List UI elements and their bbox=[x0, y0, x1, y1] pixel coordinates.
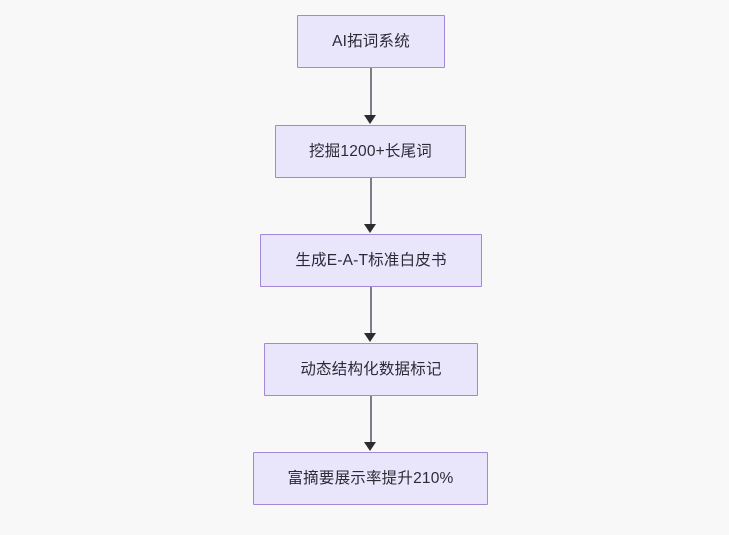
flowchart-edge-4-5 bbox=[370, 396, 372, 443]
flowchart-edge-2-3 bbox=[370, 178, 372, 225]
flowchart-arrowhead-4-5 bbox=[364, 442, 376, 451]
flowchart-node-4[interactable]: 动态结构化数据标记 bbox=[264, 343, 478, 396]
flowchart-arrowhead-1-2 bbox=[364, 115, 376, 124]
flowchart-node-3[interactable]: 生成E-A-T标准白皮书 bbox=[260, 234, 482, 287]
flowchart-node-1-label: AI拓词系统 bbox=[332, 32, 410, 50]
flowchart-node-4-label: 动态结构化数据标记 bbox=[300, 360, 442, 378]
flowchart-edge-1-2 bbox=[370, 68, 372, 116]
flowchart-arrowhead-2-3 bbox=[364, 224, 376, 233]
flowchart-node-2[interactable]: 挖掘1200+长尾词 bbox=[275, 125, 466, 178]
flowchart-arrowhead-3-4 bbox=[364, 333, 376, 342]
flowchart-edge-3-4 bbox=[370, 287, 372, 334]
flowchart-node-2-label: 挖掘1200+长尾词 bbox=[308, 142, 433, 160]
flowchart-node-5[interactable]: 富摘要展示率提升210% bbox=[253, 452, 488, 505]
flowchart-node-5-label: 富摘要展示率提升210% bbox=[287, 469, 454, 487]
flowchart-node-3-label: 生成E-A-T标准白皮书 bbox=[295, 251, 447, 269]
flowchart-node-1[interactable]: AI拓词系统 bbox=[297, 15, 445, 68]
